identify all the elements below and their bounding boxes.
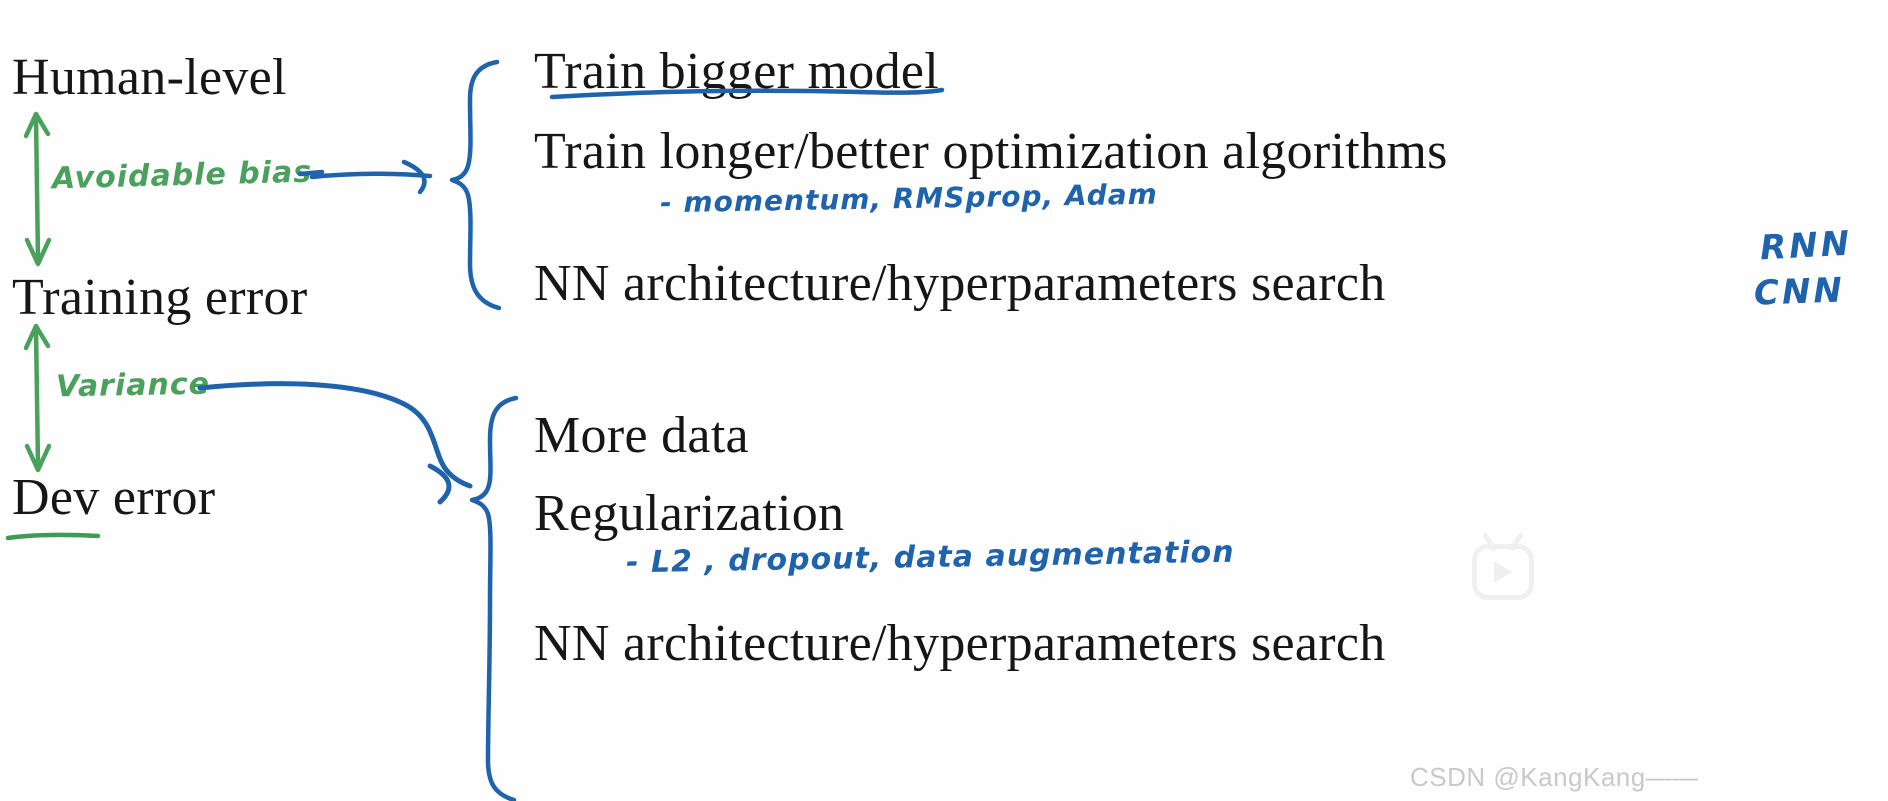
- bilibili-play-logo-icon: [1472, 544, 1534, 600]
- variance-item-more-data: More data: [534, 407, 749, 464]
- annotation-cnn: CNN: [1753, 270, 1846, 314]
- level-label-human: Human-level: [12, 49, 287, 106]
- blue-brace-variance-group: [469, 395, 519, 801]
- play-triangle-icon: [1494, 561, 1512, 583]
- blue-arrow-to-variance-group: [197, 381, 473, 505]
- annotation-rnn: RNN: [1759, 223, 1854, 269]
- bias-item-train-longer: Train longer/better optimization algorit…: [534, 123, 1448, 180]
- annotation-variance: Variance: [55, 366, 211, 405]
- green-underline-dev-error: [5, 532, 101, 541]
- level-label-training-error: Training error: [12, 269, 308, 326]
- variance-item-regularization: Regularization: [534, 485, 845, 542]
- blue-arrow-to-bias-group: [297, 159, 433, 195]
- bias-item-train-bigger-model: Train bigger model: [534, 43, 939, 100]
- annotation-optimizers: - momentum, RMSprop, Adam: [659, 177, 1159, 220]
- blue-brace-bias-group: [449, 59, 502, 311]
- green-variance-arrow: [23, 323, 52, 473]
- bias-item-nn-architecture-search: NN architecture/hyperparameters search: [534, 255, 1386, 312]
- annotation-avoidable-bias: Avoidable bias: [51, 154, 313, 197]
- level-label-dev-error: Dev error: [12, 469, 216, 526]
- csdn-watermark: CSDN @KangKang——: [1410, 762, 1699, 792]
- green-bias-arrow: [23, 111, 52, 267]
- variance-item-nn-architecture-search: NN architecture/hyperparameters search: [534, 615, 1386, 672]
